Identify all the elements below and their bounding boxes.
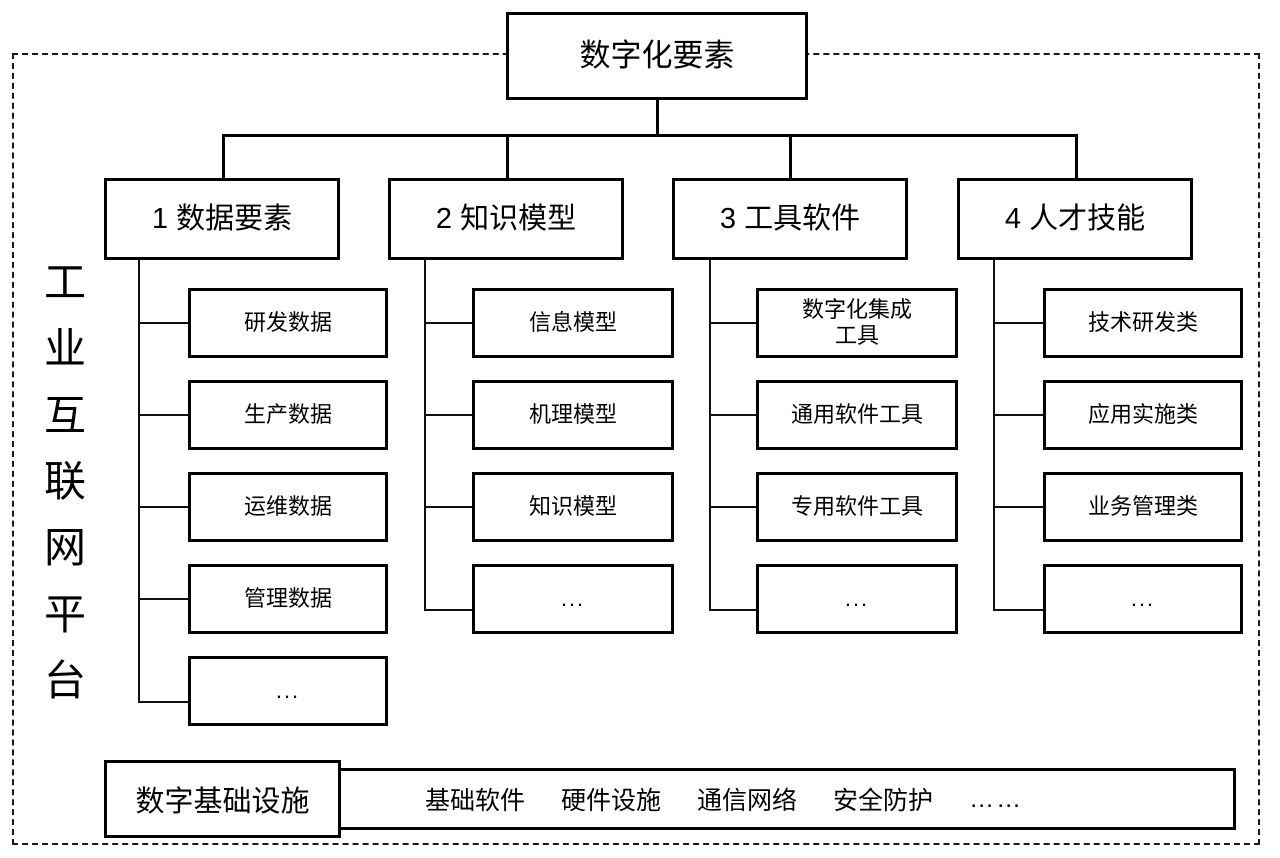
connector-distribution-bar [222,134,1078,137]
connector-branch-col1-child3 [138,506,190,508]
leaf-node-col4-1: 技术研发类 [1043,288,1243,358]
leaf-label-col1-4: 管理数据 [243,586,332,612]
infrastructure-item-5: …… [969,784,1024,813]
connector-branch-col4-child4 [993,609,1045,611]
leaf-node-col4-2: 应用实施类 [1043,380,1243,450]
leaf-label-col3-3: 专用软件工具 [790,494,923,520]
leaf-label-col1-2: 生产数据 [243,402,332,428]
platform-vertical-label: 工 业 互 联 网 平 台 [34,262,96,702]
connector-branch-col2-child2 [424,414,474,416]
connector-branch-col1-child1 [138,322,190,324]
connector-drop-col2 [506,134,509,178]
leaf-label-col1-1: 研发数据 [243,310,332,336]
platform-label-char-0: 工 [43,259,86,306]
leaf-node-col3-4: ... [756,564,958,634]
leaf-label-col4-2: 应用实施类 [1087,402,1198,428]
connector-branch-col4-child1 [993,322,1045,324]
connector-branch-col3-child1 [709,322,758,324]
leaf-label-col4-1: 技术研发类 [1087,310,1198,336]
leaf-node-col1-4: 管理数据 [188,564,388,634]
connector-branch-col3-child3 [709,506,758,508]
connector-spine-col3 [709,260,711,611]
infrastructure-item-3: 通信网络 [697,787,798,815]
connector-branch-col2-child3 [424,506,474,508]
leaf-node-col2-3: 知识模型 [472,472,674,542]
connector-branch-col2-child1 [424,322,474,324]
connector-branch-col4-child2 [993,414,1045,416]
leaf-node-col2-1: 信息模型 [472,288,674,358]
leaf-label-col2-3: 知识模型 [528,494,617,520]
category-label-3: 3 工具软件 [719,202,861,235]
connector-branch-col1-child4 [138,598,190,600]
leaf-node-col4-3: 业务管理类 [1043,472,1243,542]
leaf-node-col3-2: 通用软件工具 [756,380,958,450]
connector-spine-col2 [424,260,426,611]
connector-spine-col4 [993,260,995,611]
leaf-node-col1-1: 研发数据 [188,288,388,358]
connector-branch-col4-child3 [993,506,1045,508]
root-node-label: 数字化要素 [579,37,735,73]
platform-label-char-5: 平 [43,590,86,638]
leaf-node-col2-2: 机理模型 [472,380,674,450]
connector-drop-col3 [789,134,792,178]
connector-branch-col3-child2 [709,414,758,416]
infrastructure-title-label: 数字基础设施 [135,786,310,818]
connector-branch-col3-child4 [709,609,758,611]
leaf-node-col1-3: 运维数据 [188,472,388,542]
category-node-1: 1 数据要素 [104,178,340,260]
leaf-node-col2-4: ... [472,564,674,634]
leaf-label-col2-4: ... [560,586,586,612]
platform-label-char-2: 互 [43,391,86,439]
leaf-node-col3-3: 专用软件工具 [756,472,958,542]
connector-branch-col1-child2 [138,414,190,416]
infrastructure-item-1: 基础软件 [425,787,526,815]
leaf-node-col3-1: 数字化集成 工具 [756,288,958,358]
leaf-node-col1-5: ... [188,656,388,726]
category-node-3: 3 工具软件 [672,178,908,260]
leaf-label-col4-4: ... [1130,586,1156,612]
leaf-label-col2-2: 机理模型 [528,402,617,428]
category-node-4: 4 人才技能 [957,178,1193,260]
category-node-2: 2 知识模型 [388,178,624,260]
connector-branch-col2-child4 [424,609,474,611]
platform-label-char-6: 台 [43,656,86,704]
leaf-label-col4-3: 业务管理类 [1087,494,1198,520]
platform-label-char-1: 业 [43,325,86,373]
connector-drop-col4 [1075,134,1078,178]
leaf-label-col1-5: ... [275,678,301,704]
leaf-label-col2-1: 信息模型 [528,310,617,336]
category-label-1: 1 数据要素 [151,202,293,235]
leaf-label-col1-3: 运维数据 [243,494,332,520]
leaf-node-col4-4: ... [1043,564,1243,634]
leaf-label-col3-4: ... [844,586,870,612]
infrastructure-item-list: 基础软件 硬件设施 通信网络 安全防护 …… [425,781,1023,817]
leaf-node-col1-2: 生产数据 [188,380,388,450]
leaf-label-col3-2: 通用软件工具 [790,402,923,428]
connector-spine-col1 [138,260,140,703]
category-label-2: 2 知识模型 [435,202,577,235]
connector-root-stem [656,100,659,136]
leaf-label-col3-1-line1: 数字化集成 [801,297,912,323]
connector-branch-col1-child5 [138,701,190,703]
category-label-4: 4 人才技能 [1004,202,1146,235]
infrastructure-title-box: 数字基础设施 [104,760,341,838]
infrastructure-item-2: 硬件设施 [561,787,662,815]
infrastructure-item-4: 安全防护 [833,787,934,815]
leaf-label-col3-1-line2: 工具 [834,323,879,348]
platform-label-char-4: 网 [43,524,86,572]
connector-drop-col1 [222,134,225,178]
root-node-digital-elements: 数字化要素 [506,12,808,100]
platform-label-char-3: 联 [43,457,86,505]
